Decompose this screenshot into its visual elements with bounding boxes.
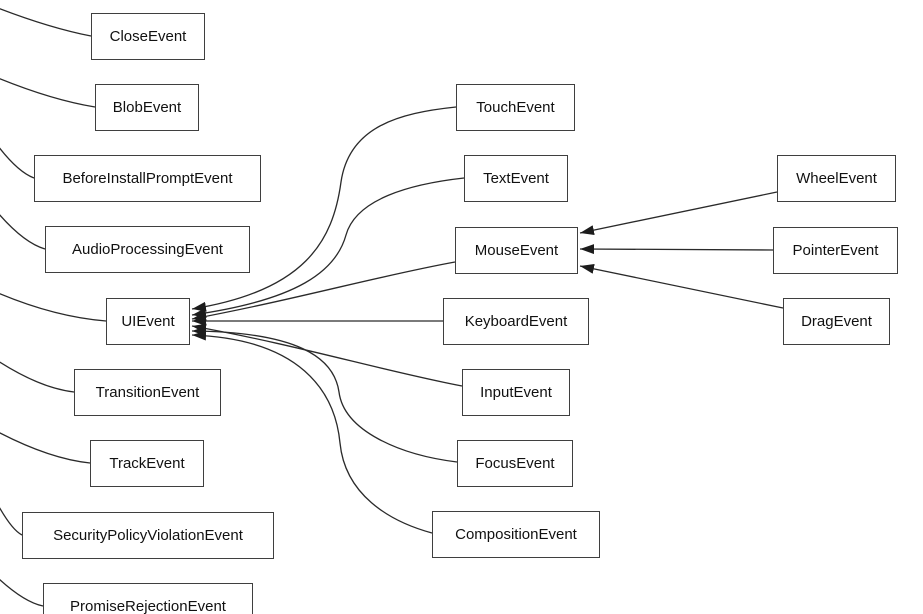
edge-blobevent-to-offscreen-left (0, 78, 96, 108)
node-label: TextEvent (483, 170, 549, 187)
node-label: MouseEvent (474, 242, 559, 259)
node-label: CompositionEvent (455, 526, 577, 543)
edge-wheelevent-to-mouseevent (579, 191, 778, 236)
node-label: InputEvent (480, 384, 552, 401)
node-promiserejectionevent: PromiseRejectionEvent (43, 583, 253, 614)
edge-beforeinstallpromptevent-to-offscreen-left (0, 147, 35, 179)
node-mouseevent: MouseEvent (455, 227, 578, 274)
node-label: TransitionEvent (95, 384, 200, 401)
edge-textevent-to-uievent (191, 177, 465, 318)
node-touchevent: TouchEvent (456, 84, 575, 131)
node-label: WheelEvent (796, 170, 877, 187)
edge-securitypolicyviolationevent-to-offscreen-left (0, 507, 23, 536)
node-beforeinstallpromptevent: BeforeInstallPromptEvent (34, 155, 261, 202)
node-audioprocessingevent: AudioProcessingEvent (45, 226, 250, 273)
node-label: PointerEvent (792, 242, 879, 259)
node-blobevent: BlobEvent (95, 84, 199, 131)
node-label: TouchEvent (476, 99, 555, 116)
node-label: AudioProcessingEvent (72, 241, 223, 258)
node-transitionevent: TransitionEvent (74, 369, 221, 416)
node-textevent: TextEvent (464, 155, 568, 202)
edge-promiserejectionevent-to-offscreen-left (0, 578, 44, 607)
node-pointerevent: PointerEvent (773, 227, 898, 274)
node-wheelevent: WheelEvent (777, 155, 896, 202)
edge-compositionevent-to-uievent (191, 330, 433, 534)
edge-dragevent-to-mouseevent (579, 263, 784, 309)
node-trackevent: TrackEvent (90, 440, 204, 487)
edge-inputevent-to-uievent (191, 323, 463, 387)
node-label: KeyboardEvent (464, 313, 568, 330)
node-label: PromiseRejectionEvent (70, 598, 226, 614)
edge-audioprocessingevent-to-offscreen-left (0, 214, 46, 250)
node-dragevent: DragEvent (783, 298, 890, 345)
node-label: BeforeInstallPromptEvent (62, 170, 233, 187)
edge-touchevent-to-uievent (191, 106, 457, 312)
node-compositionevent: CompositionEvent (432, 511, 600, 558)
node-focusevent: FocusEvent (457, 440, 573, 487)
node-inputevent: InputEvent (462, 369, 570, 416)
node-keyboardevent: KeyboardEvent (443, 298, 589, 345)
edge-closeevent-to-offscreen-left (0, 8, 92, 37)
node-label: SecurityPolicyViolationEvent (53, 527, 243, 544)
node-securitypolicyviolationevent: SecurityPolicyViolationEvent (22, 512, 274, 559)
node-label: DragEvent (801, 313, 872, 330)
node-uievent: UIEvent (106, 298, 190, 345)
node-label: FocusEvent (475, 455, 555, 472)
node-label: UIEvent (121, 313, 175, 330)
edge-pointerevent-to-mouseevent (579, 244, 774, 255)
node-label: TrackEvent (109, 455, 185, 472)
edge-trackevent-to-offscreen-left (0, 432, 91, 464)
node-label: CloseEvent (109, 28, 187, 45)
node-label: BlobEvent (112, 99, 182, 116)
edge-focusevent-to-uievent (191, 326, 458, 463)
edge-mouseevent-to-uievent (191, 261, 456, 322)
edge-transitionevent-to-offscreen-left (0, 361, 75, 393)
node-closeevent: CloseEvent (91, 13, 205, 60)
edge-uievent-to-offscreen-left (0, 293, 107, 322)
